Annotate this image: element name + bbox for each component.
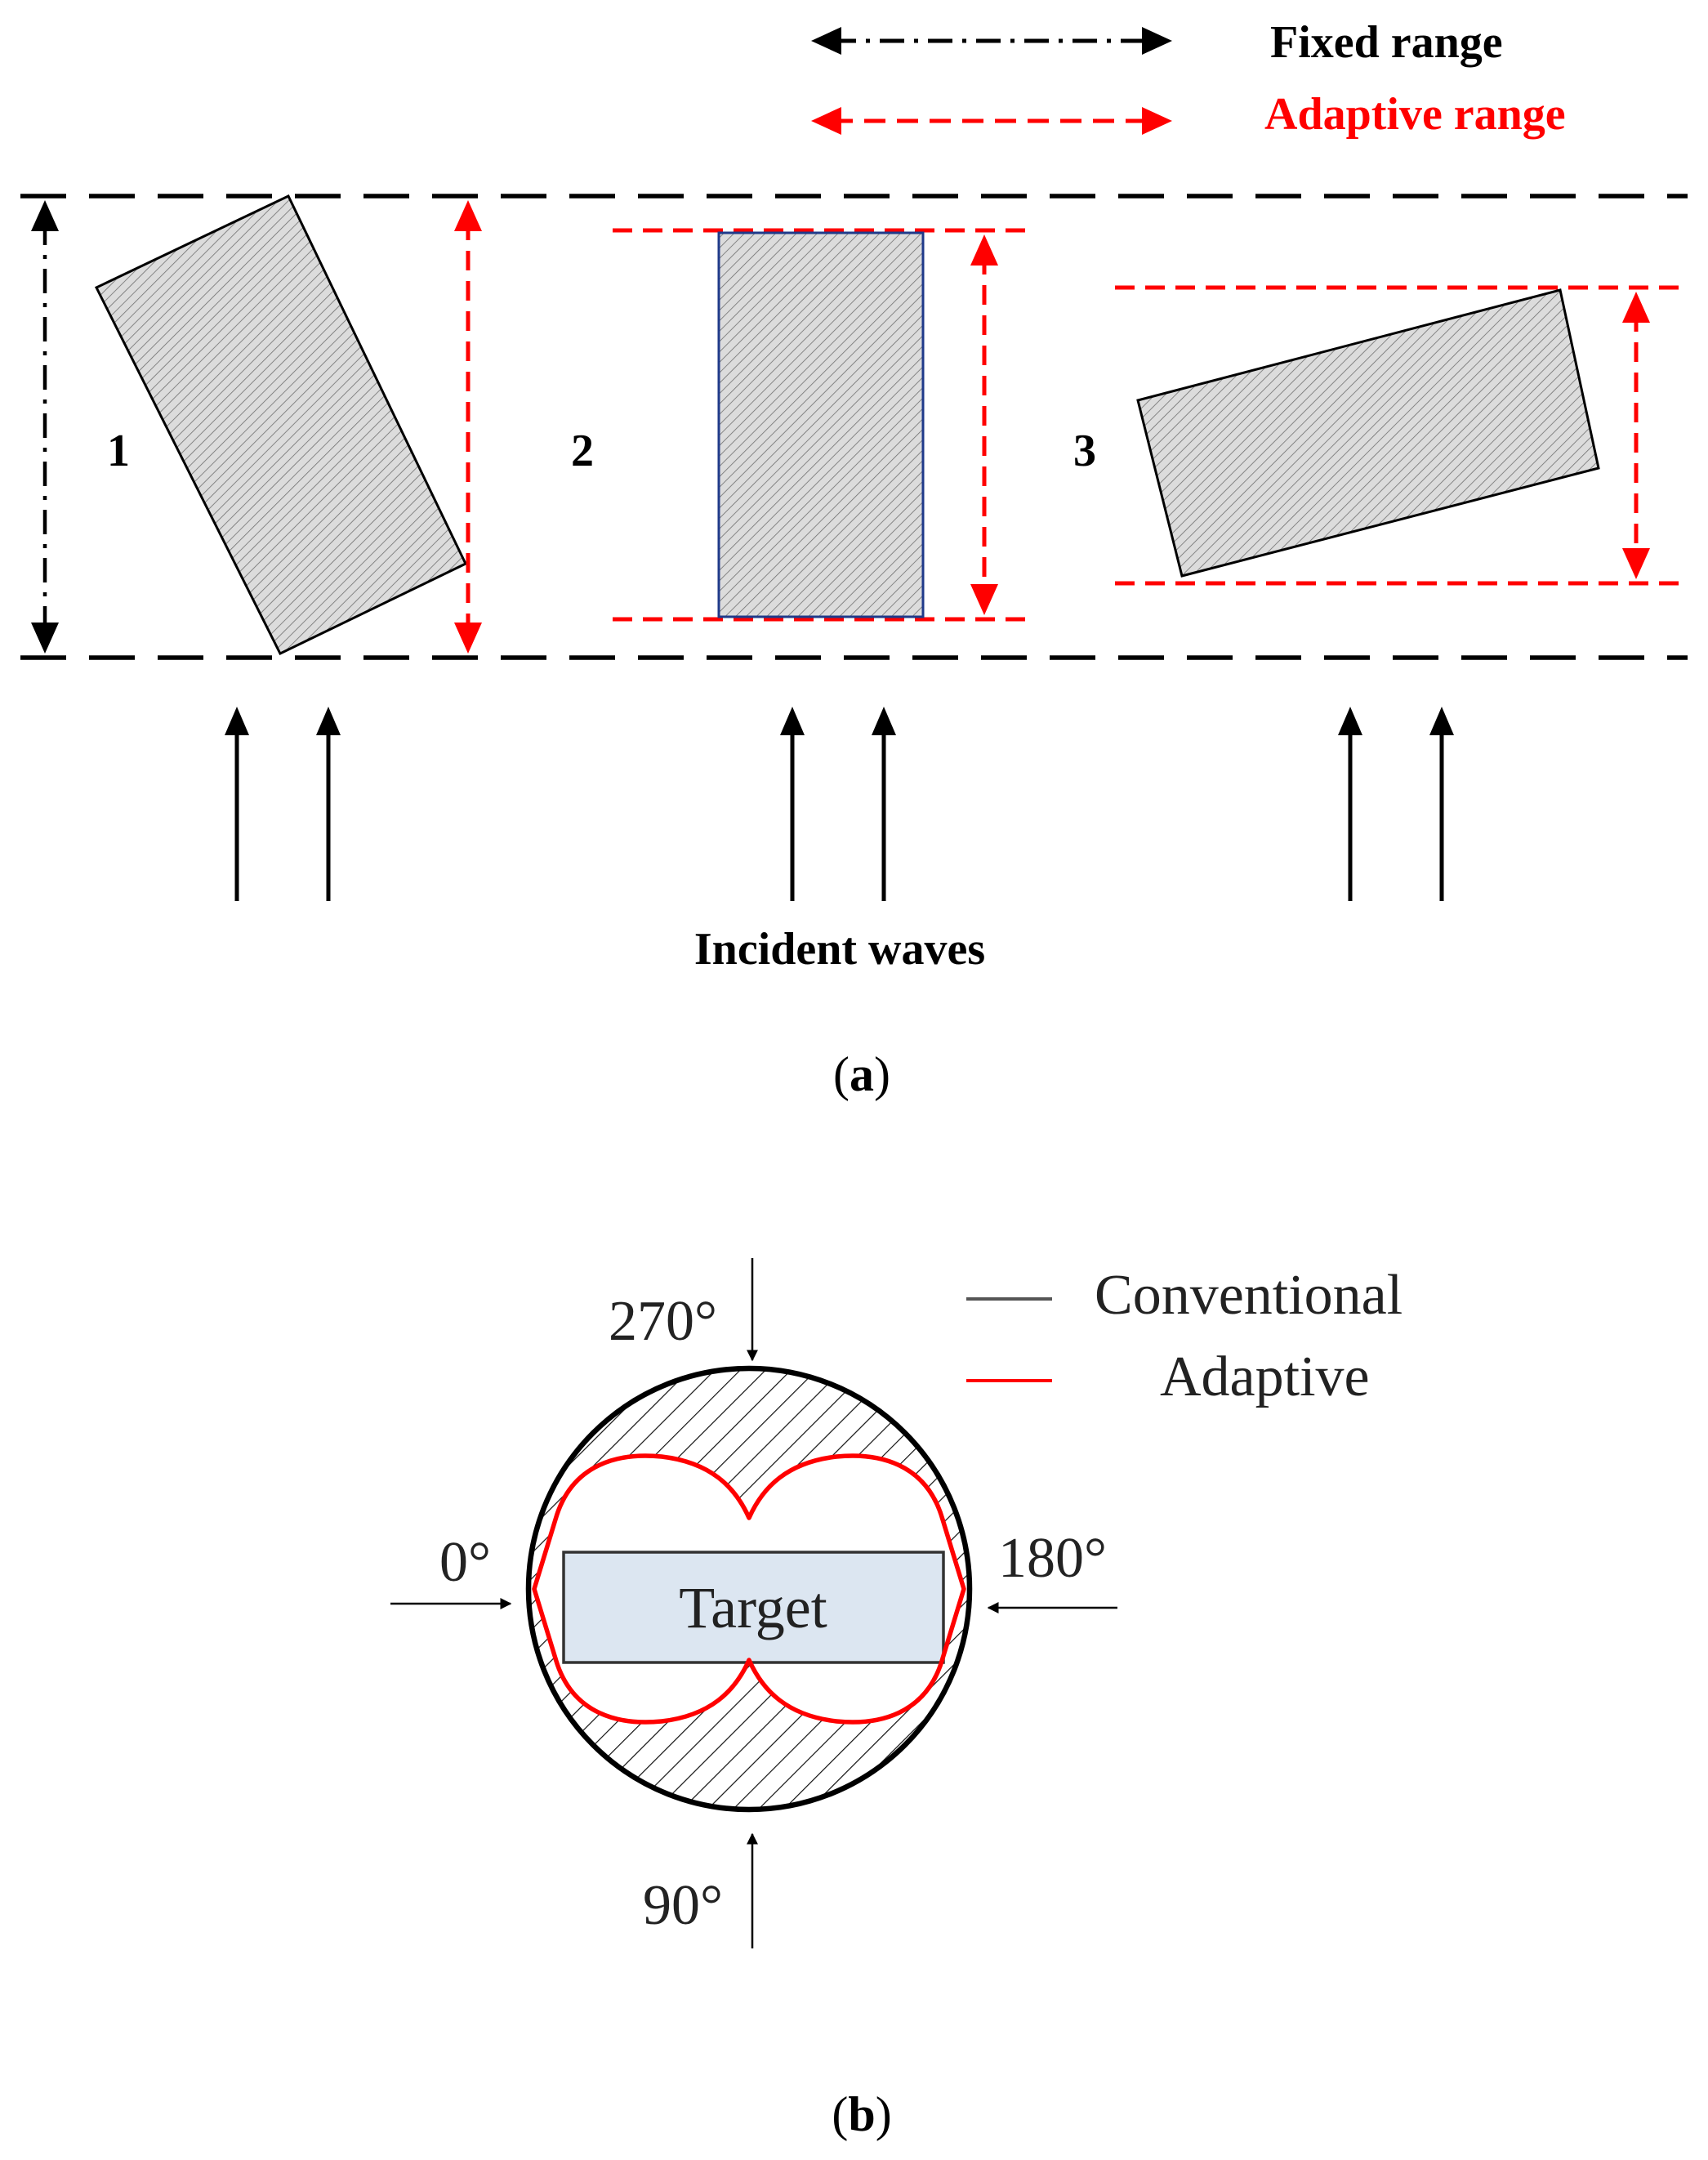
- wave-arrow: [872, 707, 896, 901]
- object-1-rectangle: [94, 194, 468, 655]
- target-box: [562, 1551, 945, 1664]
- legend-b: Conventional Adaptive: [966, 1264, 1403, 1408]
- coverage-difference-hatch: [528, 1368, 970, 1810]
- conventional-coverage-circle: [525, 1365, 973, 1813]
- object-2-adaptive-arrow: [970, 234, 998, 615]
- adaptive-label: Adaptive: [1160, 1346, 1370, 1408]
- object-1-adaptive-arrow: [454, 200, 482, 654]
- caption-b-letter: b: [848, 2087, 875, 2141]
- caption-a-close: ): [874, 1047, 890, 1101]
- caption-a: (a): [833, 1047, 890, 1101]
- panel-a: Fixed range Adaptive range 1: [20, 17, 1688, 1101]
- caption-b-close: ): [876, 2087, 892, 2141]
- object-2-rectangle: [717, 231, 925, 618]
- fixed-range-arrow: [31, 200, 59, 654]
- legend-a: Fixed range Adaptive range: [811, 17, 1566, 140]
- caption-a-letter: a: [850, 1047, 874, 1101]
- adaptive-coverage-curve: [532, 1453, 966, 1725]
- wave-arrow: [1429, 707, 1454, 901]
- wave-arrow: [780, 707, 805, 901]
- fixed-range-legend-arrow: [811, 27, 1172, 55]
- angle-270-label: 270°: [609, 1290, 717, 1353]
- object-3-adaptive-arrow: [1622, 292, 1650, 579]
- wave-arrow: [1338, 707, 1362, 901]
- object-1-label: 1: [107, 426, 130, 476]
- incident-waves-label: Incident waves: [694, 924, 985, 975]
- conventional-label: Conventional: [1095, 1264, 1403, 1327]
- caption-a-open: (: [833, 1047, 850, 1101]
- wave-arrow: [225, 707, 249, 901]
- angle-90-label: 90°: [643, 1874, 723, 1937]
- fixed-range-label: Fixed range: [1270, 17, 1503, 68]
- object-2-label: 2: [571, 426, 594, 476]
- caption-b: (b): [832, 2087, 891, 2141]
- angle-180-label: 180°: [998, 1527, 1107, 1590]
- caption-b-open: (: [832, 2087, 848, 2141]
- incident-wave-arrows: [225, 707, 1454, 901]
- panel-b: Conventional Adaptive Target 270° 90° 0°: [390, 1258, 1403, 2141]
- target-label: Target: [679, 1575, 827, 1640]
- wave-arrow: [316, 707, 341, 901]
- adaptive-range-legend-arrow: [811, 107, 1172, 135]
- angle-0-label: 0°: [439, 1531, 491, 1594]
- object-3-rectangle: [1136, 288, 1600, 578]
- object-3-label: 3: [1073, 426, 1096, 476]
- adaptive-range-label: Adaptive range: [1264, 89, 1566, 140]
